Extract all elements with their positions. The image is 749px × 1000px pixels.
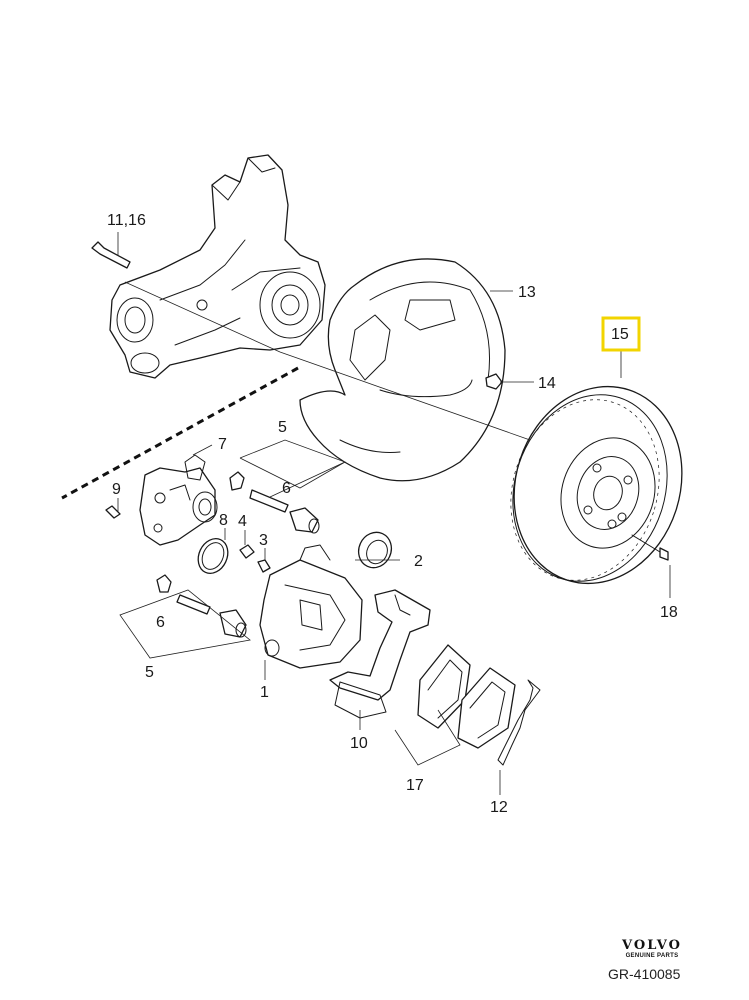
guide-pin-lower[interactable] <box>156 574 247 638</box>
callout-1: 1 <box>260 684 269 701</box>
callout-14: 14 <box>538 375 556 392</box>
knuckle-bolt[interactable] <box>91 241 131 269</box>
callout-9: 9 <box>112 481 121 498</box>
steering-knuckle[interactable] <box>109 154 326 379</box>
shield-bolt[interactable] <box>485 373 503 390</box>
o-ring[interactable] <box>193 534 234 578</box>
caliper-bracket[interactable] <box>329 589 431 719</box>
guide-pin-upper[interactable] <box>229 471 320 534</box>
callout-12: 12 <box>490 799 508 816</box>
bleed-nipple[interactable] <box>239 544 271 573</box>
callout-8: 8 <box>219 512 228 529</box>
callout-6-lower: 6 <box>156 614 165 631</box>
callout-7: 7 <box>218 436 227 453</box>
brake-caliper[interactable] <box>259 544 363 669</box>
callout-17: 17 <box>406 777 424 794</box>
diagram-reference-id: GR-410085 <box>608 966 681 982</box>
callout-13: 13 <box>518 284 536 301</box>
callout-5-upper: 5 <box>278 419 287 436</box>
brake-pads[interactable] <box>417 644 516 749</box>
callout-3: 3 <box>259 532 268 549</box>
callout-6-upper: 6 <box>282 480 291 497</box>
callout-labels: 11,16 13 14 15 18 7 5 6 9 8 4 3 2 6 5 1 … <box>107 212 678 816</box>
genuine-parts-tagline: GENUINE PARTS <box>625 953 679 959</box>
callout-10: 10 <box>350 735 368 752</box>
callout-2: 2 <box>414 553 423 570</box>
assembly-guide-line <box>61 366 299 500</box>
callout-5-lower: 5 <box>145 664 154 681</box>
leader-lines <box>117 232 671 795</box>
disc-screw[interactable] <box>631 534 669 561</box>
brake-disc[interactable] <box>488 365 707 606</box>
parking-brake-motor[interactable] <box>139 454 218 546</box>
callout-18: 18 <box>660 604 678 621</box>
callout-4: 4 <box>238 513 247 530</box>
selected-callout-highlight <box>601 316 641 352</box>
dust-shield[interactable] <box>299 258 506 482</box>
callout-11-16: 11,16 <box>107 212 146 229</box>
anti-rattle-spring[interactable] <box>497 679 541 766</box>
volvo-logo: VOLVO <box>622 938 682 953</box>
motor-screw[interactable] <box>105 505 121 519</box>
piston-seal[interactable] <box>353 527 397 573</box>
callout-15[interactable]: 15 <box>611 326 629 343</box>
